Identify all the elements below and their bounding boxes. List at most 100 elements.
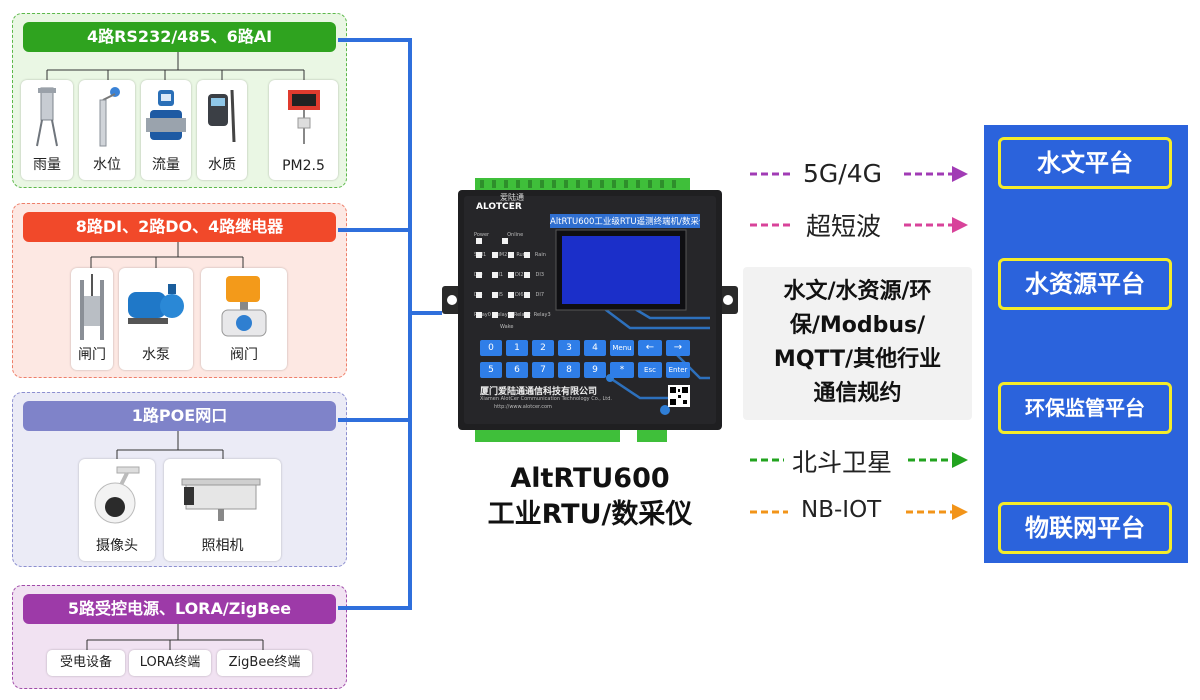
flow-meter-icon xyxy=(146,90,186,140)
gate-label: 闸门 xyxy=(78,347,106,363)
trunk-branch-3 xyxy=(338,418,412,422)
protocol-box: 水文/水资源/环 保/Modbus/ MQTT/其他行业 通信规约 xyxy=(743,267,972,420)
rain-gauge-card: 雨量 xyxy=(21,80,73,180)
key-menu[interactable]: Menu xyxy=(610,340,634,356)
pump-card: 水泵 xyxy=(119,268,193,370)
gate-card: 闸门 xyxy=(71,268,113,370)
group-sensors-tree xyxy=(46,52,305,80)
device-company-cn: 厦门爱陆通通信科技有限公司 xyxy=(480,387,598,397)
water-level-label: 水位 xyxy=(93,157,121,173)
pm25-card: PM2.5 xyxy=(269,80,338,180)
pm25-sensor-icon xyxy=(287,90,320,144)
group-power-header: 5路受控电源、LORA/ZigBee xyxy=(23,594,336,624)
led-relay1-label: Relay1 xyxy=(493,312,511,318)
led-relay0-label: Relay0 xyxy=(474,312,491,318)
rain-gauge-label: 雨量 xyxy=(33,157,61,173)
led-grid: Power Online SIM1 SIM2 Run Rain DI0 DI1 … xyxy=(474,232,551,330)
key-3[interactable]: 3 xyxy=(558,340,580,356)
group-poe: 1路POE网口 摄像头 照相机 xyxy=(12,392,347,567)
water-quality-label: 水质 xyxy=(208,157,236,173)
group-io-header: 8路DI、2路DO、4路继电器 xyxy=(23,212,336,242)
key-1[interactable]: 1 xyxy=(506,340,528,356)
key-esc[interactable]: Esc xyxy=(638,362,662,378)
protocol-line-4: 通信规约 xyxy=(813,381,902,406)
key-4[interactable]: 4 xyxy=(584,340,606,356)
box-camera-icon xyxy=(181,478,260,521)
trunk-branch-1 xyxy=(338,38,412,42)
trunk-branch-4 xyxy=(338,606,412,610)
key-star[interactable]: * xyxy=(610,362,634,378)
led-rain-label: Rain xyxy=(534,252,546,258)
group-sensors-header: 4路RS232/485、6路AI xyxy=(23,22,336,52)
platform-iot: 物联网平台 xyxy=(998,502,1172,554)
key-2[interactable]: 2 xyxy=(532,340,554,356)
protocol-line-1: 水文/水资源/环 xyxy=(783,279,932,304)
link-beidou-label: 北斗卫星 xyxy=(792,448,893,477)
camera-label: 摄像头 xyxy=(96,538,138,554)
platforms-panel: 水文平台 水资源平台 环保监管平台 物联网平台 xyxy=(984,125,1188,563)
led-row-6: Wake xyxy=(474,324,551,330)
led-di2-label: DI2 xyxy=(515,272,524,278)
device-brand: ALOTCER xyxy=(476,202,522,212)
group-power-tree xyxy=(86,624,264,650)
group-poe-header: 1路POE网口 xyxy=(23,401,336,431)
key-right[interactable]: → xyxy=(666,340,690,356)
led-run-label: Run xyxy=(516,252,526,258)
still-camera-card: 照相机 xyxy=(164,459,281,561)
trunk-vertical xyxy=(408,38,412,610)
key-9[interactable]: 9 xyxy=(584,362,606,378)
group-sensors: 4路RS232/485、6路AI 雨量 水位 流量 xyxy=(12,13,347,188)
keypad-row-1: 0 1 2 3 4 Menu ← → xyxy=(480,340,696,356)
led-row-1: Power Online xyxy=(474,232,551,238)
water-quality-card: 水质 xyxy=(197,80,247,180)
led-di7-label: DI7 xyxy=(535,292,545,298)
qr-code-icon xyxy=(668,385,690,407)
led-di6-label: DI6 xyxy=(515,292,524,298)
led-wake-label: Wake xyxy=(500,324,514,330)
link-nbiot-arrow xyxy=(750,504,968,520)
device-panel-title: AltRTU600工业级RTU遥测终端机/数采仪 xyxy=(550,217,700,227)
water-level-card: 水位 xyxy=(79,80,135,180)
group-poe-tree xyxy=(116,431,224,459)
led-sim2-label: SIM2 xyxy=(495,252,508,258)
device-company-en: Xiamen AlotCer Communication Technology … xyxy=(480,396,612,402)
water-pump-icon xyxy=(128,284,184,324)
link-uhf-arrow xyxy=(750,217,968,233)
platform-environmental: 环保监管平台 xyxy=(998,382,1172,434)
led-power-label: Power xyxy=(474,232,490,238)
key-0[interactable]: 0 xyxy=(480,340,502,356)
platform-hydrology: 水文平台 xyxy=(998,137,1172,189)
camera-card: 摄像头 xyxy=(79,459,155,561)
dome-camera-icon xyxy=(94,466,140,524)
led-relay3-label: Relay3 xyxy=(533,312,551,318)
sluice-gate-icon xyxy=(80,274,104,340)
pm25-label: PM2.5 xyxy=(282,158,325,174)
link-5g4g-label: 5G/4G xyxy=(803,159,882,188)
key-8[interactable]: 8 xyxy=(558,362,580,378)
key-5[interactable]: 5 xyxy=(480,362,502,378)
water-quality-icon xyxy=(208,89,236,143)
led-di1-label: DI1 xyxy=(494,272,504,278)
key-6[interactable]: 6 xyxy=(506,362,528,378)
led-di5-label: DI5 xyxy=(494,292,504,298)
key-7[interactable]: 7 xyxy=(532,362,554,378)
still-camera-label: 照相机 xyxy=(201,538,244,554)
device-title-line1: AltRTU600 xyxy=(510,463,670,494)
keypad-row-2: 5 6 7 8 9 * Esc Enter xyxy=(480,362,696,378)
rain-gauge-icon xyxy=(36,87,58,147)
device-brand-cn: 爱陆通 xyxy=(500,193,524,202)
led-relay2-label: Relay2 xyxy=(513,312,531,318)
group-io-tree xyxy=(90,242,244,268)
link-5g4g-arrow xyxy=(750,166,968,182)
trunk-to-device xyxy=(408,311,442,315)
pump-label: 水泵 xyxy=(142,347,170,363)
valve-label: 阀门 xyxy=(230,347,258,363)
protocol-line-3: MQTT/其他行业 xyxy=(773,347,942,372)
link-uhf-label: 超短波 xyxy=(806,212,882,241)
led-dots xyxy=(476,238,530,318)
link-nbiot-label: NB-IOT xyxy=(801,497,882,523)
key-left[interactable]: ← xyxy=(638,340,662,356)
device-title-line2: 工业RTU/数采仪 xyxy=(487,499,693,530)
key-enter[interactable]: Enter xyxy=(666,362,690,378)
valve-card: 阀门 xyxy=(201,268,287,370)
